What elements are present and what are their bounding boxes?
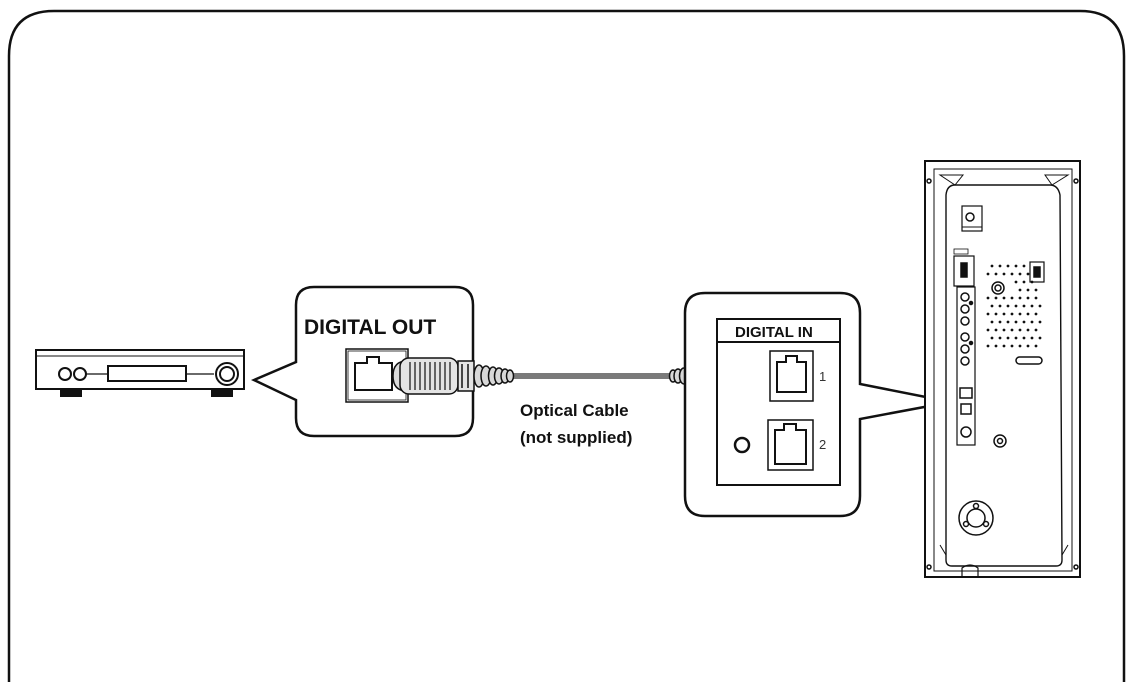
audio-device-icon — [35, 349, 245, 397]
tv-rear-panel-icon — [924, 160, 1081, 578]
port-number-2: 2 — [819, 437, 826, 452]
cable-label-line1: Optical Cable — [520, 401, 629, 420]
port-number-1: 1 — [819, 369, 826, 384]
optical-in-jack-2 — [767, 419, 814, 471]
digital-in-callout: DIGITAL IN 1 2 — [683, 291, 952, 518]
optical-plug-left — [392, 357, 515, 395]
digital-out-label: DIGITAL OUT — [304, 316, 436, 339]
digital-in-panel — [716, 318, 841, 486]
digital-in-label: DIGITAL IN — [735, 324, 813, 341]
optical-in-jack-1 — [769, 350, 814, 402]
diagram-frame — [7, 9, 1126, 682]
cable-label-line2: (not supplied) — [520, 428, 632, 447]
indicator-icon — [733, 436, 751, 454]
